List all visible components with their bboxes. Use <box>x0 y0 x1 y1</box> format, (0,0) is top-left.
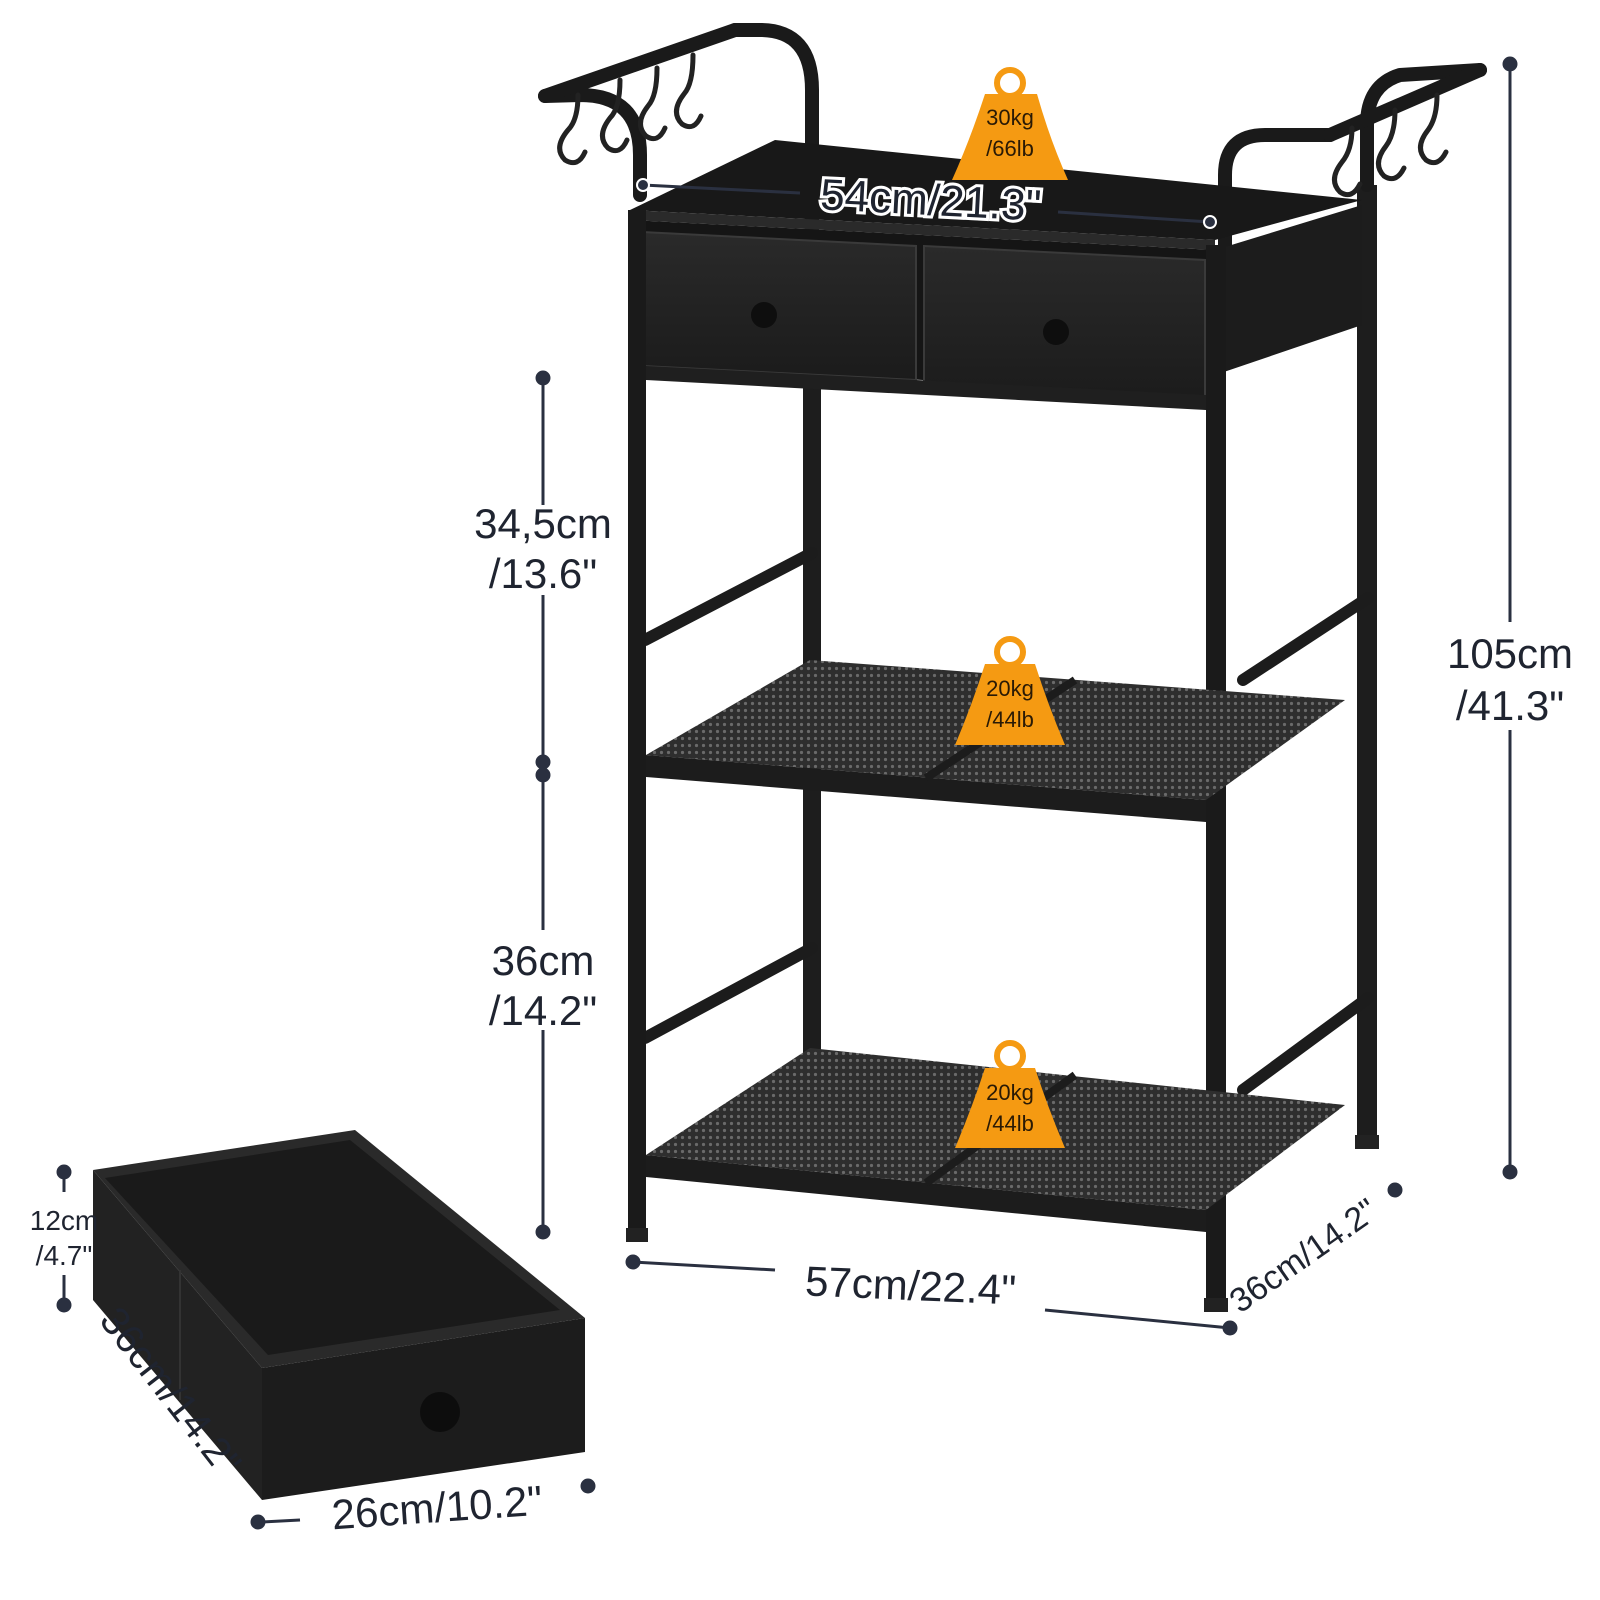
side-crossbars <box>639 547 1374 1096</box>
storage-cart <box>538 23 1487 1312</box>
right-handle-rail <box>1218 63 1487 257</box>
back-right-leg <box>1357 185 1377 1135</box>
weight-lb: /44lb <box>986 707 1034 732</box>
drawer-side-panel <box>1215 205 1362 375</box>
weight-badge-top: 30kg /66lb <box>952 67 1068 180</box>
weight-badge-bottom: 20kg /44lb <box>955 1040 1065 1148</box>
drawer-right[interactable] <box>923 244 1206 407</box>
foot <box>1355 1135 1379 1149</box>
weight-kg: 30kg <box>986 105 1034 130</box>
drawer-knob-icon[interactable] <box>751 302 777 328</box>
base-width-label: 57cm/22.4" <box>804 1257 1017 1313</box>
depth-label: 36cm/14.2" <box>1223 1191 1385 1320</box>
lower-gap-in: /14.2" <box>489 987 597 1034</box>
drawer-width-label: 26cm/10.2" <box>330 1477 544 1539</box>
drawer-bottom-rail <box>646 366 1206 410</box>
upper-gap-in: /13.6" <box>489 550 597 597</box>
weight-lb: /44lb <box>986 1111 1034 1136</box>
weight-badge-icon <box>952 67 1068 180</box>
weight-kg: 20kg <box>986 1080 1034 1105</box>
weight-badge-icon <box>955 636 1065 745</box>
total-height-in: /41.3" <box>1456 682 1564 729</box>
drawer-left[interactable] <box>641 230 917 382</box>
lower-gap-cm: 36cm <box>492 937 595 984</box>
total-height-cm: 105cm <box>1447 630 1573 677</box>
dimension-lines <box>56 56 1518 1530</box>
weight-kg: 20kg <box>986 676 1034 701</box>
top-shelf-board <box>630 140 1362 240</box>
detached-drawer <box>93 1130 585 1500</box>
s-hook-icon <box>557 52 1449 198</box>
drawer-knob-icon <box>420 1392 460 1432</box>
weight-lb: /66lb <box>986 136 1034 161</box>
upper-gap-cm: 34,5cm <box>474 500 612 547</box>
foot <box>1204 1298 1228 1312</box>
front-left-leg <box>628 210 646 1230</box>
foot <box>626 1228 648 1242</box>
drawer-side <box>93 1170 262 1500</box>
drawer-height-cm: 12cm <box>30 1205 98 1236</box>
weight-badge-middle: 20kg /44lb <box>955 636 1065 745</box>
top-shelf-edge <box>630 210 1215 250</box>
left-handle-rail <box>538 23 819 377</box>
weight-badge-icon <box>955 1040 1065 1148</box>
drawer-height-in: /4.7" <box>36 1240 93 1271</box>
drawer-knob-icon[interactable] <box>1043 319 1069 345</box>
